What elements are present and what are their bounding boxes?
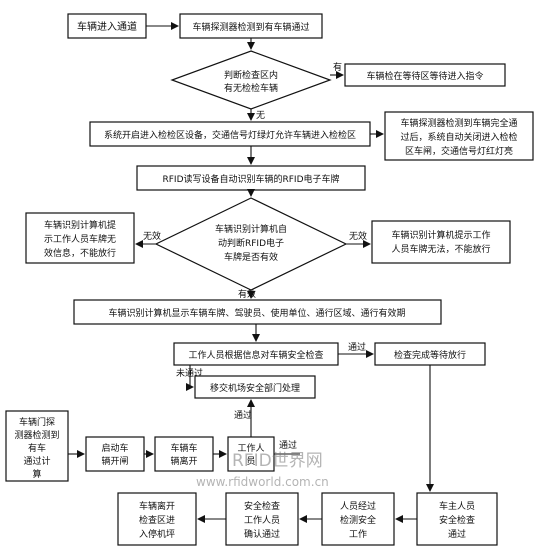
detector-detect-box	[179, 13, 323, 39]
edge-label-pass-low: 通过	[279, 439, 297, 451]
decision-area-label-1: 判断检查区内	[224, 69, 278, 81]
watermark-url: www.rfidworld.com.cn	[196, 475, 329, 489]
edge-label-valid-right: 无效	[349, 230, 367, 242]
side-left-label-5: 算	[32, 468, 41, 480]
detector-detect-label: 车辆探测器检测到有车辆通过	[192, 21, 309, 33]
rfid-read-box	[136, 165, 366, 191]
side-left-label-3: 有车	[28, 442, 46, 454]
bot-confirm-label-3: 确认通过	[244, 528, 280, 540]
mis-invalid-label-3: 效信息，不能放行	[44, 247, 116, 259]
side-note-label-3: 区车闸，交通信号灯红灯亮	[405, 145, 513, 157]
bot-final-label-1: 车主人员	[439, 500, 475, 512]
system-allow-box	[89, 121, 371, 147]
security-dept-label: 移交机场安全部门处理	[210, 382, 300, 394]
start-box	[67, 13, 147, 39]
staff-confirm-label-2: 员	[246, 456, 255, 467]
side-note-label-1: 车辆探测器检测到车辆完全通	[400, 117, 517, 129]
edge-label-yes: 有	[333, 61, 342, 73]
vehicle-leave-label-2: 辆离开	[170, 455, 197, 467]
bot-exit-box	[117, 492, 197, 546]
open-gate-label-1: 启动车	[101, 442, 128, 454]
side-left-box	[5, 410, 69, 482]
manual-check-label: 工作人员根据信息对车辆安全检查	[188, 349, 323, 361]
bot-final-box	[416, 492, 498, 546]
decision-area-label-2: 有无检检车辆	[224, 82, 278, 94]
edge-label-no: 无	[256, 110, 265, 121]
wait-area-box	[344, 63, 506, 87]
edge-label-invalid: 无效	[143, 230, 161, 242]
bot-confirm-label-2: 工作人员	[244, 514, 280, 526]
mis-fail-label-2: 人员车牌无法，不能放行	[391, 243, 490, 255]
side-left-label-4: 通过计	[23, 455, 50, 467]
bot-staff-label-2: 检测安全	[340, 514, 376, 526]
watermark-brand: RFID世界网	[232, 451, 323, 471]
side-left-label-1: 车辆门探	[19, 416, 55, 428]
mis-invalid-label-2: 示工作人员车牌无	[44, 233, 116, 245]
connectors	[68, 22, 434, 523]
bot-staff-label-3: 工作	[349, 528, 367, 540]
bot-exit-label-3: 入停机坪	[139, 528, 175, 540]
show-info-label: 车辆识别计算机显示车辆车牌、驾驶员、使用单位、通行区域、通行有效期	[108, 307, 405, 319]
side-left-label-2: 测器检测到	[14, 429, 59, 441]
mis-fail-box	[371, 220, 511, 264]
security-dept-box	[194, 375, 316, 399]
bot-final-label-3: 通过	[448, 528, 466, 540]
decision-rfid-label-1: 车辆识别计算机自	[215, 223, 287, 235]
edge-label-pass-short: 通过	[234, 409, 252, 421]
side-note-label-2: 过后，系统自动关闭进入检检	[400, 131, 517, 143]
open-gate-label-2: 辆开闸	[101, 455, 128, 467]
bot-exit-label-1: 车辆离开	[139, 500, 175, 512]
wait-area-label: 车辆检在等待区等待进入指令	[366, 70, 483, 82]
decision-rfid-label-3: 车牌是否有效	[224, 251, 278, 263]
mis-fail-label-1: 车辆识别计算机提示工作	[391, 229, 490, 241]
edge-label-valid: 有效	[238, 288, 256, 300]
pass-release-label: 检查完成等待放行	[394, 349, 466, 361]
mis-invalid-box	[25, 212, 135, 264]
rfid-read-label: RFID读写设备自动识别车辆的RFID电子车牌	[162, 173, 339, 185]
open-gate-box	[85, 436, 145, 472]
decision-rfid-label-2: 动判断RFID电子	[218, 237, 284, 249]
system-allow-label: 系统开启进入检检区设备，交通信号灯绿灯允许车辆进入检检区	[104, 129, 356, 141]
bot-final-label-2: 安全检查	[439, 514, 475, 526]
edge-label-not-passed: 未通过	[176, 367, 203, 379]
bot-exit-label-2: 检查区进	[139, 514, 175, 526]
bot-staff-label-1: 人员经过	[340, 500, 376, 512]
start-label: 车辆进入通道	[77, 20, 137, 33]
edge-check-security	[186, 365, 194, 391]
vehicle-leave-label-1: 车辆车	[170, 442, 197, 454]
bot-confirm-label-1: 安全检查	[244, 500, 280, 512]
show-info-box	[73, 299, 442, 325]
staff-confirm-label-1: 工作人	[237, 442, 264, 454]
side-note-box	[384, 111, 534, 161]
mis-invalid-label-1: 车辆识别计算机提	[44, 219, 116, 231]
vehicle-leave-box	[154, 436, 214, 472]
edge-label-passed: 通过	[348, 341, 366, 353]
